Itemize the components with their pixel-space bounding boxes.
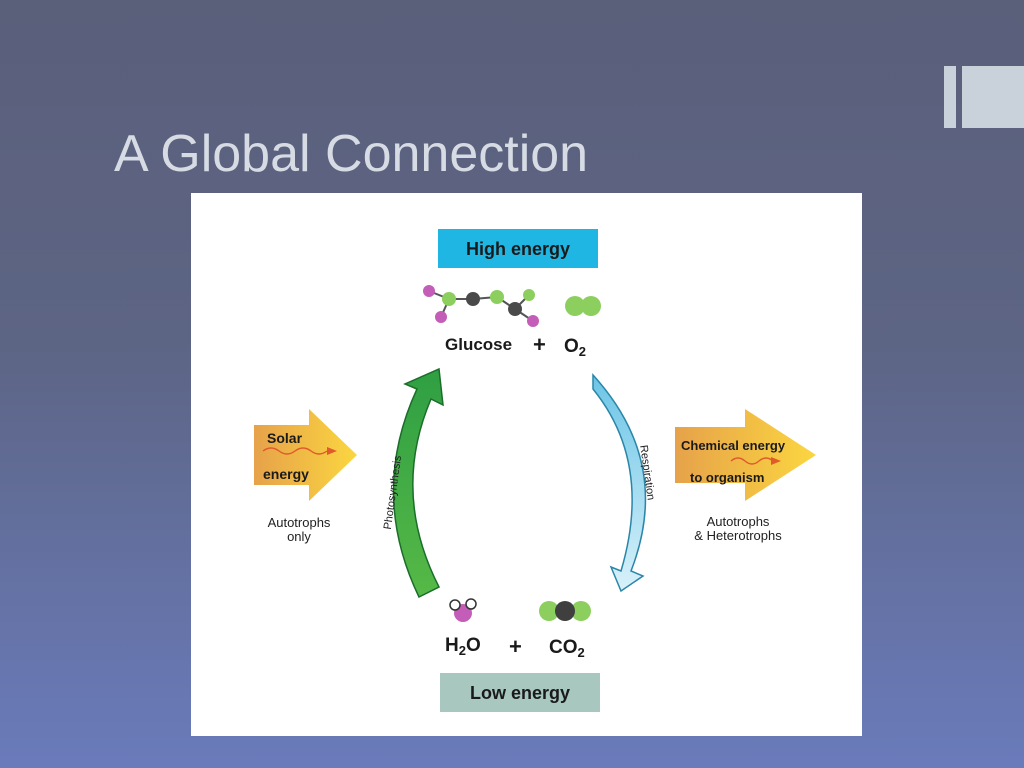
water-molecule-icon	[449, 598, 477, 622]
title-accent-bar-wide	[962, 66, 1024, 128]
solar-note-line1: Autotrophs	[268, 515, 331, 530]
chemical-wave-icon	[730, 457, 774, 465]
glucose-label: Glucose	[445, 335, 512, 354]
glucose-molecule-icon	[423, 285, 539, 327]
energy-cycle-diagram: High energy Glucose + O2	[254, 229, 816, 712]
o2-label: O2	[564, 336, 586, 359]
oxygen-molecule-icon	[565, 296, 601, 316]
chemical-note-line2: & Heterotrophs	[694, 528, 782, 543]
high-energy-box-bg	[438, 229, 598, 268]
solar-label-line1: Solar	[267, 430, 303, 446]
chemical-label-line1: Chemical energy	[681, 438, 786, 453]
co2-label: CO2	[549, 637, 585, 660]
solar-wave-icon	[262, 447, 328, 455]
respiration-arrow: Respiration	[592, 373, 657, 593]
low-energy-box-bg	[440, 673, 600, 712]
chemical-note-line1: Autotrophs	[707, 514, 770, 529]
high-energy-box: High energy	[438, 229, 598, 268]
slide-title: A Global Connection	[114, 125, 589, 183]
low-energy-box: Low energy	[440, 673, 600, 712]
plus-bottom: +	[509, 634, 522, 659]
carbon-dioxide-molecule-icon	[539, 601, 591, 621]
solar-energy-arrow: Solar energy Autotrophs only	[254, 409, 357, 544]
chemical-energy-arrow: Chemical energy to organism Autotrophs &…	[675, 409, 816, 543]
chemical-label-line2: to organism	[690, 470, 764, 485]
solar-note-line2: only	[287, 529, 311, 544]
high-energy-label: High energy	[466, 239, 570, 259]
photosynthesis-arrow: Photosynthesis	[382, 367, 444, 599]
low-energy-label: Low energy	[470, 683, 570, 703]
title-accent-bar-thin	[944, 66, 956, 128]
h2o-label: H2O	[445, 635, 481, 658]
energy-cycle-figure: High energy Glucose + O2	[191, 193, 862, 736]
solar-label-line2: energy	[263, 466, 309, 482]
plus-top: +	[533, 332, 546, 357]
